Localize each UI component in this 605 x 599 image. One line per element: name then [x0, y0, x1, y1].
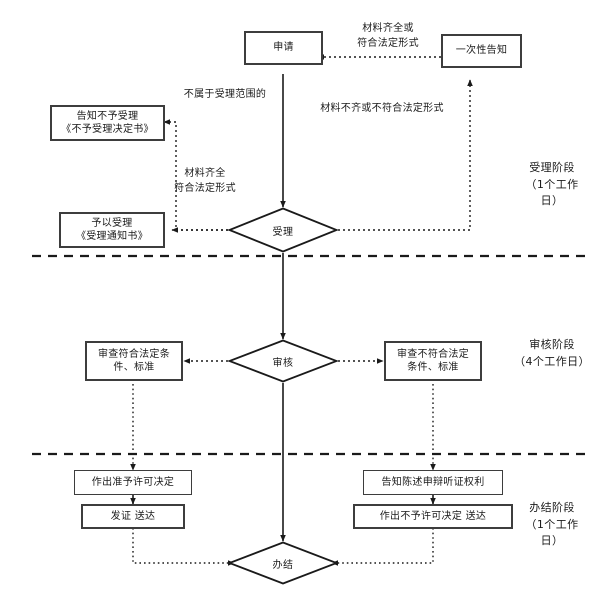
decision-review[interactable]: 审核: [228, 339, 338, 383]
decision-complete-label: 办结: [272, 559, 294, 571]
node-issue-deliver[interactable]: 发证 送达: [81, 504, 185, 529]
node-review-pass-label: 审查符合法定条 件、标准: [97, 348, 171, 374]
node-approve-decision[interactable]: 作出准予许可决定: [74, 470, 192, 495]
stage-label-review: 审核阶段 （4个工作日）: [514, 338, 590, 368]
edge-label-materials-complete-legal: 材料齐全 符合法定形式: [174, 168, 236, 194]
node-apply[interactable]: 申请: [244, 31, 323, 65]
node-issue-deliver-label: 发证 送达: [110, 510, 156, 522]
node-review-fail-label: 审查不符合法定 条件、标准: [396, 348, 470, 374]
node-notify-not-accept[interactable]: 告知不予受理 《不予受理决定书》: [50, 105, 165, 141]
edge-label-materials-incomplete: 材料不齐或不符合法定形式: [320, 103, 444, 114]
stage-label-acceptance: 受理阶段 （1个工作 日）: [525, 161, 579, 207]
decision-review-shape: [228, 339, 338, 383]
stage-label-completion: 办结阶段 （1个工作 日）: [525, 501, 579, 547]
node-grant-accept-label: 予以受理 《受理通知书》: [75, 217, 149, 243]
node-deny-decision-label: 作出不予许可决定 送达: [379, 510, 487, 522]
edge-label-not-in-scope: 不属于受理范围的: [183, 89, 267, 100]
node-grant-accept[interactable]: 予以受理 《受理通知书》: [59, 212, 165, 248]
edge-label-materials-complete-or-legal: 材料齐全或 符合法定形式: [357, 23, 419, 49]
node-review-fail[interactable]: 审查不符合法定 条件、标准: [384, 341, 482, 381]
node-notify-rights-label: 告知陈述申辩听证权利: [381, 476, 485, 488]
node-approve-decision-label: 作出准予许可决定: [91, 476, 175, 488]
decision-accept-shape: [228, 207, 338, 253]
decision-accept-label: 受理: [272, 226, 294, 238]
node-notify-not-accept-label: 告知不予受理 《不予受理决定书》: [61, 110, 154, 136]
node-notify-rights[interactable]: 告知陈述申辩听证权利: [363, 470, 503, 495]
node-apply-label: 申请: [273, 42, 294, 54]
edge-issue-to-complete: [132, 528, 235, 566]
node-one-time-notice-label: 一次性告知: [455, 45, 508, 57]
node-deny-decision[interactable]: 作出不予许可决定 送达: [353, 504, 513, 529]
edge-deny-to-complete: [331, 528, 434, 566]
decision-complete[interactable]: 办结: [228, 541, 338, 585]
node-review-pass[interactable]: 审查符合法定条 件、标准: [85, 341, 183, 381]
decision-review-label: 审核: [272, 357, 294, 369]
node-one-time-notice[interactable]: 一次性告知: [441, 34, 522, 68]
decision-accept[interactable]: 受理: [228, 207, 338, 253]
decision-complete-shape: [228, 541, 338, 585]
